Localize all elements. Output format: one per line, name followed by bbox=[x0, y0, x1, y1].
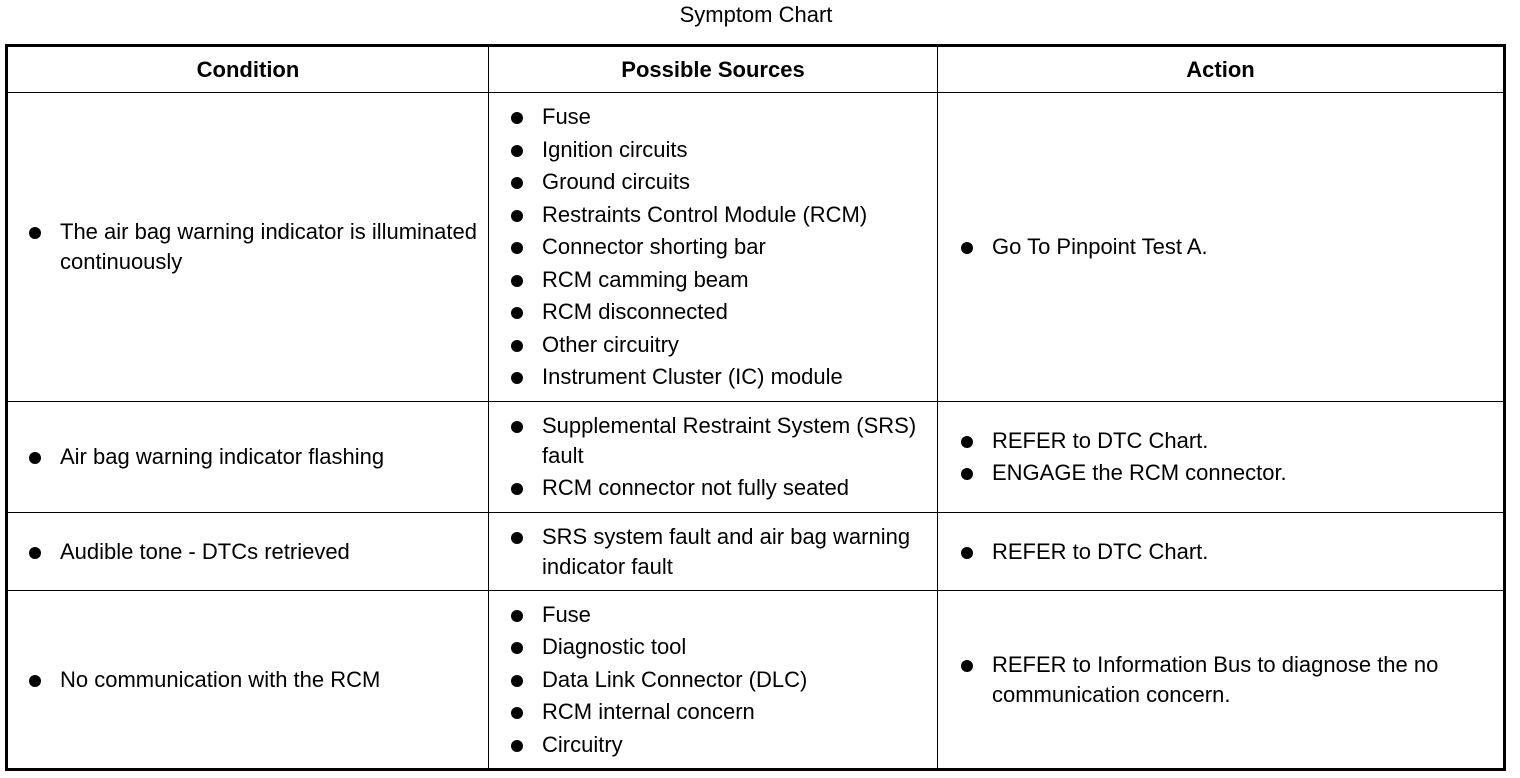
action-item: ENGAGE the RCM connector. bbox=[960, 458, 1287, 488]
source-item: Fuse bbox=[510, 600, 807, 630]
row-1-action: Go To Pinpoint Test A. bbox=[960, 93, 1505, 401]
row-3-sources: SRS system fault and air bag warning ind… bbox=[510, 513, 940, 590]
row-4-condition: No communication with the RCM bbox=[28, 591, 488, 768]
row-divider bbox=[8, 401, 1503, 402]
source-item: Connector shorting bar bbox=[510, 232, 867, 262]
row-4-sources: Fuse Diagnostic tool Data Link Connector… bbox=[510, 591, 940, 768]
condition-item: Audible tone - DTCs retrieved bbox=[28, 537, 350, 567]
symptom-chart-table: Condition Possible Sources Action The ai… bbox=[5, 44, 1506, 771]
condition-item: The air bag warning indicator is illumin… bbox=[28, 217, 488, 277]
row-divider bbox=[8, 590, 1503, 591]
source-item: Ground circuits bbox=[510, 167, 867, 197]
source-item: Supplemental Restraint System (SRS) faul… bbox=[510, 411, 940, 471]
source-item: Fuse bbox=[510, 102, 867, 132]
source-item: Circuitry bbox=[510, 730, 807, 760]
header-divider bbox=[8, 92, 1503, 93]
action-item: REFER to Information Bus to diagnose the… bbox=[960, 650, 1505, 710]
source-item: Data Link Connector (DLC) bbox=[510, 665, 807, 695]
chart-title: Symptom Chart bbox=[679, 2, 833, 27]
source-item: RCM camming beam bbox=[510, 265, 867, 295]
condition-item: No communication with the RCM bbox=[28, 665, 380, 695]
row-2-action: REFER to DTC Chart. ENGAGE the RCM conne… bbox=[960, 402, 1505, 512]
source-item: Instrument Cluster (IC) module bbox=[510, 362, 867, 392]
row-1-sources: Fuse Ignition circuits Ground circuits R… bbox=[510, 93, 940, 401]
source-item: RCM disconnected bbox=[510, 297, 867, 327]
header-condition: Condition bbox=[196, 56, 300, 82]
action-item: REFER to DTC Chart. bbox=[960, 537, 1208, 567]
source-item: SRS system fault and air bag warning ind… bbox=[510, 522, 940, 582]
action-item: REFER to DTC Chart. bbox=[960, 426, 1287, 456]
column-divider bbox=[488, 47, 489, 768]
source-item: Diagnostic tool bbox=[510, 632, 807, 662]
source-item: RCM connector not fully seated bbox=[510, 473, 940, 503]
row-1-condition: The air bag warning indicator is illumin… bbox=[28, 93, 488, 401]
column-divider bbox=[937, 47, 938, 768]
row-3-action: REFER to DTC Chart. bbox=[960, 513, 1505, 590]
header-action: Action bbox=[1186, 56, 1255, 82]
row-2-sources: Supplemental Restraint System (SRS) faul… bbox=[510, 402, 940, 512]
source-item: Restraints Control Module (RCM) bbox=[510, 200, 867, 230]
row-3-condition: Audible tone - DTCs retrieved bbox=[28, 513, 488, 590]
row-divider bbox=[8, 512, 1503, 513]
source-item: Other circuitry bbox=[510, 330, 867, 360]
source-item: Ignition circuits bbox=[510, 135, 867, 165]
row-4-action: REFER to Information Bus to diagnose the… bbox=[960, 591, 1505, 768]
header-possible-sources: Possible Sources bbox=[621, 56, 805, 82]
action-item: Go To Pinpoint Test A. bbox=[960, 232, 1208, 262]
source-item: RCM internal concern bbox=[510, 697, 807, 727]
condition-item: Air bag warning indicator flashing bbox=[28, 442, 384, 472]
row-2-condition: Air bag warning indicator flashing bbox=[28, 402, 488, 512]
